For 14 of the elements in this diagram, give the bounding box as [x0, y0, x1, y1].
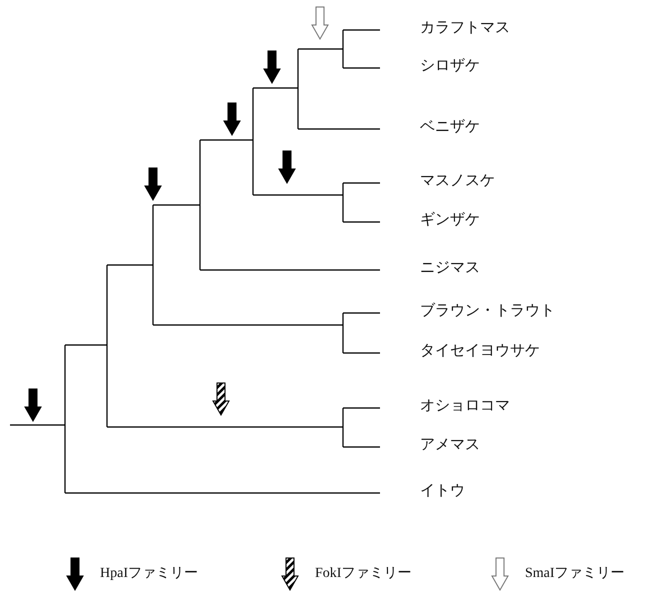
species-label: イトウ	[420, 481, 465, 499]
species-label: ベニザケ	[420, 117, 480, 135]
legend-label: HpaIファミリー	[100, 565, 198, 583]
species-label: ニジマス	[420, 258, 480, 276]
species-label: シロザケ	[420, 56, 480, 74]
species-label: オショロコマ	[420, 396, 510, 414]
species-label: アメマス	[420, 435, 480, 453]
species-label: マスノスケ	[420, 171, 495, 189]
species-label: タイセイヨウサケ	[420, 341, 540, 359]
species-label: ギンザケ	[420, 210, 480, 228]
species-label: カラフトマス	[420, 18, 510, 36]
legend-label: FokIファミリー	[315, 565, 412, 583]
species-label: ブラウン・トラウト	[420, 301, 555, 319]
legend-label: SmaIファミリー	[525, 565, 625, 583]
